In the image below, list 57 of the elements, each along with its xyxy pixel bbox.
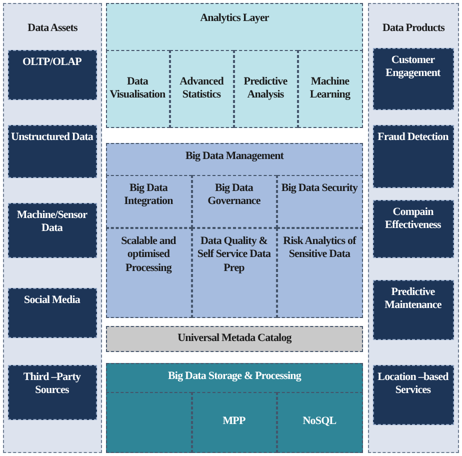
item-box	[8, 364, 96, 420]
catalog-bar	[106, 326, 363, 352]
capability-label: Big Data Governance	[206, 182, 262, 209]
item-label: Predictive Maintenance	[384, 286, 442, 313]
column-heading: Data Products	[381, 22, 446, 36]
capability-cell	[106, 174, 192, 228]
storage-cell	[276, 392, 362, 452]
storage-label: NoSQL	[302, 415, 338, 429]
item-box	[372, 364, 454, 424]
capability-cell	[170, 50, 234, 128]
capability-label: Data Visualisation	[108, 74, 166, 102]
layer-panel	[106, 143, 363, 318]
column-panel	[3, 3, 102, 453]
capability-cell	[192, 174, 276, 228]
capability-cell	[234, 50, 298, 128]
capability-label: Big Data Integration	[123, 182, 174, 209]
item-box	[8, 50, 96, 100]
capability-label: Data Quality & Self Service Data Prep	[196, 234, 272, 276]
capability-label: Scalable and optimised Processing	[120, 234, 178, 276]
capability-cell	[106, 50, 170, 128]
item-box	[372, 124, 454, 188]
capability-label: Machine Learning	[308, 74, 352, 102]
layer-heading: Big Data Storage & Processing	[166, 370, 302, 384]
capability-cell	[276, 174, 362, 228]
storage-label: MPP	[222, 415, 246, 429]
capability-label: Predictive Analysis	[242, 74, 288, 102]
item-box	[8, 124, 96, 178]
column-heading: Data Assets	[26, 22, 78, 36]
capability-label: Big Data Security	[280, 182, 359, 196]
item-label: Location –based Services	[376, 370, 450, 398]
item-box	[372, 48, 454, 110]
column-panel	[368, 3, 459, 453]
item-label: Social Media	[22, 294, 82, 308]
item-label: Third –Party Sources	[22, 370, 82, 398]
capability-label: Risk Analytics of Sensitive Data	[282, 234, 358, 262]
storage-cell	[192, 392, 276, 452]
layer-heading: Big Data Management	[184, 150, 285, 164]
item-label: Customer Engagement	[384, 54, 442, 81]
capability-cell	[298, 50, 362, 128]
item-label: Unstructured Data	[10, 130, 94, 144]
capability-cell	[192, 228, 276, 318]
item-box	[8, 202, 96, 258]
item-box	[8, 288, 96, 338]
capability-label: Advanced Statistics	[178, 74, 225, 102]
layer-panel	[106, 363, 363, 453]
layer-heading: Analytics Layer	[199, 12, 270, 26]
catalog-label: Universal Metada Catalog	[176, 332, 293, 346]
item-label: Machine/Sensor Data	[16, 208, 88, 236]
item-label: Fraud Detection	[376, 130, 450, 144]
item-box	[372, 200, 454, 258]
layer-panel	[106, 3, 363, 128]
item-box	[372, 280, 454, 340]
storage-cell	[106, 392, 192, 452]
capability-cell	[276, 228, 362, 318]
item-label: OLTP/OLAP	[22, 56, 82, 70]
item-label: Compain Effectiveness	[384, 206, 442, 233]
capability-cell	[106, 228, 192, 318]
